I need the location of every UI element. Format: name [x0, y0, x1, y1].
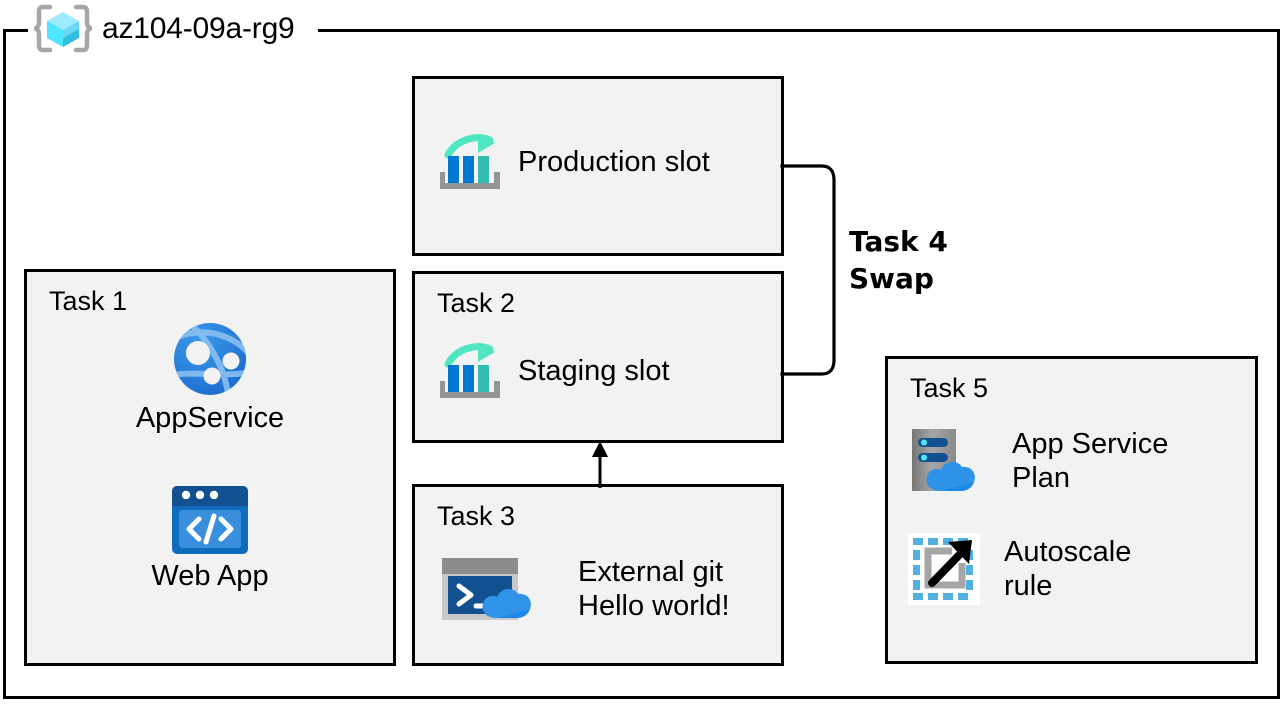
app-service-plan-server-cloud-icon	[908, 427, 988, 495]
web-app-caption: Web App	[151, 560, 269, 592]
production-slot-label: Production slot	[518, 145, 710, 178]
resource-group-cube-icon	[33, 3, 93, 55]
deployment-slot-icon	[439, 134, 502, 190]
external-git-label: External git Hello world!	[578, 556, 730, 623]
autoscale-rule-label: Autoscale rule	[1004, 535, 1132, 602]
external-git-row: External git Hello world!	[440, 555, 730, 623]
task3-box: Task 3 External git Hello world!	[412, 484, 784, 666]
task2-box: Task 2 Staging slot	[412, 271, 784, 443]
app-service-item: AppService	[27, 320, 393, 433]
resource-group-frame	[3, 29, 1280, 699]
web-app-item: Web App	[27, 484, 393, 591]
production-slot-row: Production slot	[439, 134, 710, 190]
autoscale-rule-row: Autoscale rule	[908, 533, 1131, 605]
task2-label: Task 2	[437, 288, 516, 318]
production-slot-box: Production slot	[412, 76, 784, 256]
app-service-caption: AppService	[135, 402, 285, 434]
app-service-plan-row: App Service Plan	[908, 427, 1168, 495]
task1-box: Task 1	[24, 269, 396, 666]
task1-label: Task 1	[49, 286, 128, 316]
app-service-globe-icon	[171, 320, 249, 398]
app-service-plan-label: App Service Plan	[1012, 428, 1169, 495]
staging-slot-label: Staging slot	[518, 354, 670, 387]
external-git-console-cloud-icon	[440, 556, 534, 622]
resource-group-name: az104-09a-rg9	[102, 12, 295, 45]
resource-group-header: az104-09a-rg9	[33, 3, 295, 55]
task5-box: Task 5	[885, 356, 1258, 664]
task3-label: Task 3	[437, 501, 516, 531]
task5-label: Task 5	[910, 373, 989, 403]
staging-slot-row: Staging slot	[439, 343, 670, 399]
swap-label: Task 4 Swap	[849, 225, 948, 296]
deployment-slot-icon	[439, 343, 502, 399]
web-app-code-window-icon	[170, 484, 250, 556]
autoscale-rule-icon	[908, 533, 980, 605]
